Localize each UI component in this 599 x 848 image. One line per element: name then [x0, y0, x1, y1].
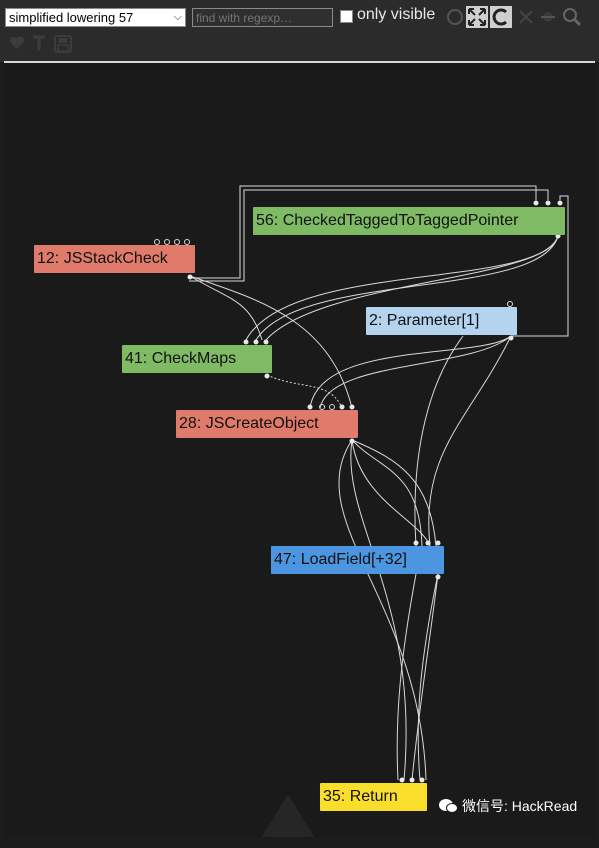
node-47[interactable]: 47: LoadField[+32] [271, 546, 444, 574]
only-visible-checkbox[interactable] [340, 10, 353, 23]
heart-icon[interactable] [8, 34, 26, 52]
chevron-down-icon: ⌵ [173, 11, 182, 23]
node-2[interactable]: 2: Parameter[1] [366, 307, 517, 335]
phase-select[interactable]: simplified lowering 57 ⌵ [5, 8, 186, 27]
text-icon[interactable] [31, 34, 47, 52]
node-41-label: 41: CheckMaps [125, 350, 237, 367]
node-41[interactable]: 41: CheckMaps [122, 345, 272, 373]
node-35[interactable]: 35: Return [320, 783, 427, 811]
node-28-label: 28: JSCreateObject [179, 415, 319, 432]
node-35-label: 35: Return [323, 788, 398, 805]
layout-icon[interactable] [516, 7, 536, 27]
toolbar-divider [4, 61, 595, 63]
watermark-text: 微信号: HackRead [462, 798, 578, 814]
only-visible-label: only visible [357, 6, 436, 23]
node-47-label: 47: LoadField[+32] [274, 551, 407, 568]
save-icon[interactable] [53, 34, 73, 54]
watermark: 微信号: HackRead [438, 796, 577, 816]
node-28[interactable]: 28: JSCreateObject [176, 410, 358, 438]
phase-select-value: simplified lowering 57 [9, 10, 134, 25]
node-56-label: 56: CheckedTaggedToTaggedPointer [256, 212, 519, 229]
wechat-icon [438, 798, 458, 814]
node-12[interactable]: 12: JSStackCheck [34, 245, 195, 273]
node-56[interactable]: 56: CheckedTaggedToTaggedPointer [253, 207, 565, 235]
hide-icon[interactable] [538, 7, 558, 27]
node-2-label: 2: Parameter[1] [369, 312, 480, 329]
zoom-icon[interactable] [561, 6, 583, 28]
toolbar: simplified lowering 57 ⌵ only visible [0, 0, 599, 62]
expand-all-icon[interactable] [466, 6, 488, 28]
background-watermark-logo [258, 790, 318, 848]
node-12-label: 12: JSStackCheck [37, 250, 168, 267]
graph-canvas[interactable] [4, 63, 595, 837]
search-input[interactable] [192, 8, 333, 27]
reload-icon[interactable] [446, 7, 464, 27]
collapse-icon[interactable] [490, 6, 512, 28]
